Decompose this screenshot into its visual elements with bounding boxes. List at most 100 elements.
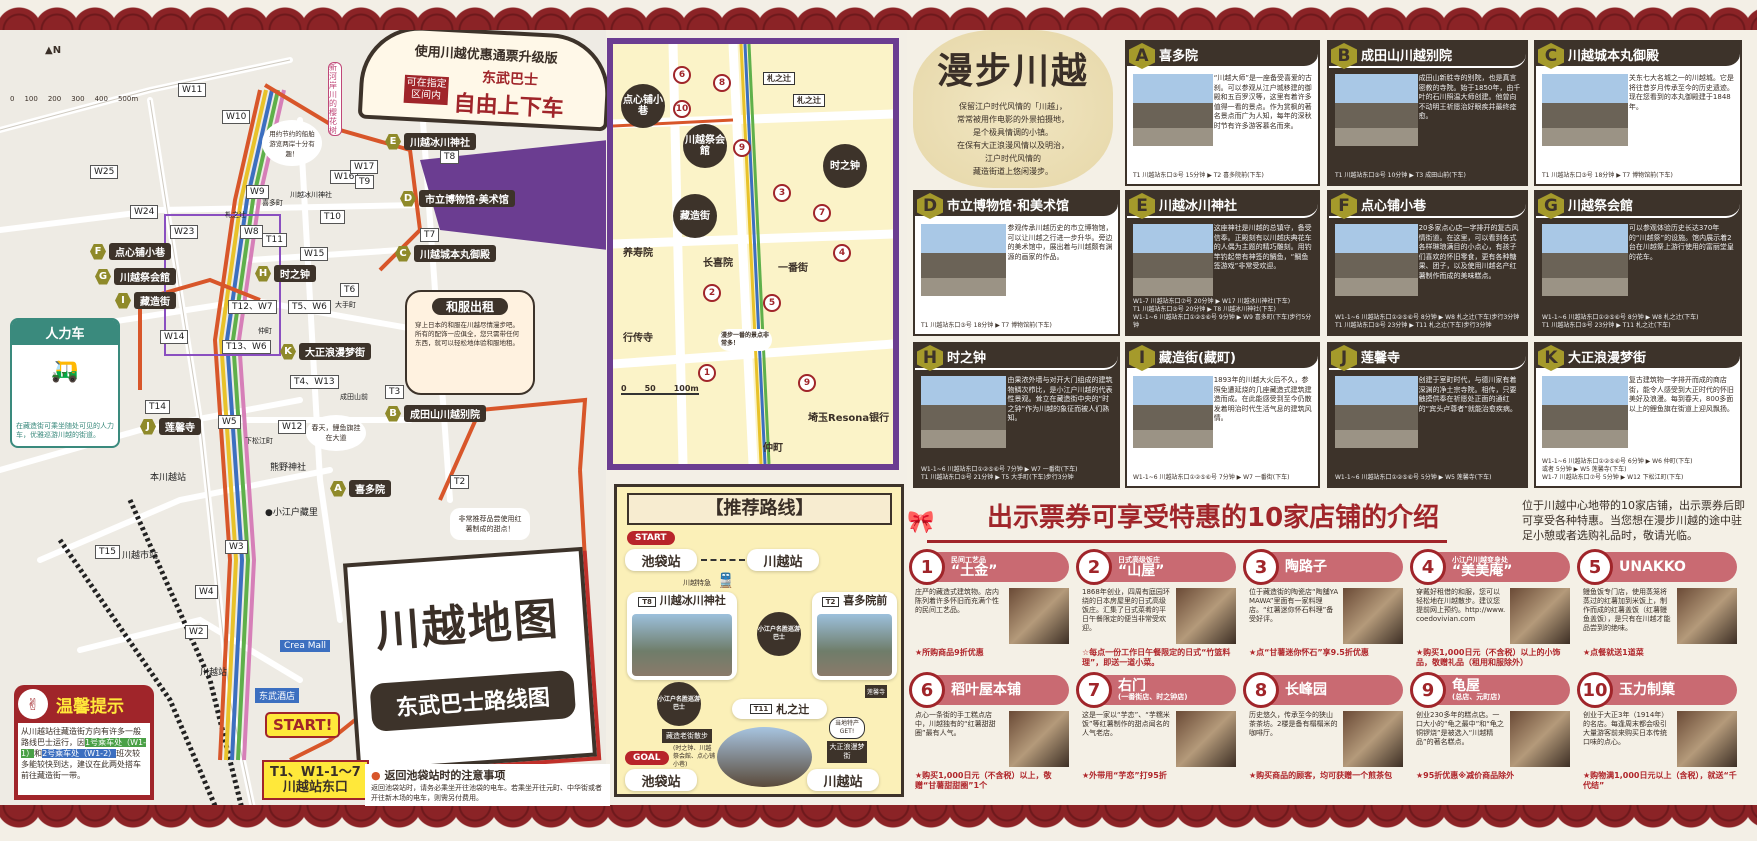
bus-stop-label[interactable]: W12 xyxy=(278,420,307,434)
bus-stop-label[interactable]: T14 xyxy=(145,400,170,414)
shop-number-marker[interactable]: 5 xyxy=(763,294,781,312)
bus-stop-label[interactable]: T4、W13 xyxy=(290,375,339,389)
inset-label[interactable]: 藏造街 xyxy=(673,194,717,238)
inset-label[interactable]: 漫步一番的景点非常多！ xyxy=(718,329,772,351)
shop-description: 穿戴好租借的和服，您可以轻松地在川越散步。建议您提前网上预约。http://ww… xyxy=(1416,588,1506,623)
bus-stop-label[interactable]: W3 xyxy=(225,540,248,554)
bus-stop-label[interactable]: T7 xyxy=(420,228,440,242)
inset-label[interactable]: 养寿院 xyxy=(623,248,653,259)
bus-stop-label[interactable]: T2 xyxy=(450,475,470,489)
bus-stop-label[interactable]: T15 xyxy=(95,545,120,559)
bus-stop-label[interactable]: W11 xyxy=(178,83,207,97)
inset-label[interactable]: 长喜院 xyxy=(703,258,733,269)
start-station-box[interactable]: T1、W1-1～7 川越站东口 xyxy=(262,760,369,800)
bus-stop-label[interactable]: T12、W7 xyxy=(228,300,277,314)
shop-number-marker[interactable]: 6 xyxy=(673,66,691,84)
route-stop-code: T2 xyxy=(821,597,840,607)
bus-stop-label[interactable]: T5、W6 xyxy=(288,300,331,314)
bus-stop-label[interactable]: T13、W6 xyxy=(222,340,271,354)
bus-stop-label[interactable]: W24 xyxy=(130,205,159,219)
bus-stop-label[interactable]: W17 xyxy=(350,160,379,174)
bus-stop-label[interactable]: W8 xyxy=(240,225,263,239)
route-kitain[interactable]: T2 喜多院前 xyxy=(812,592,897,680)
bus-stop-label[interactable]: W5 xyxy=(218,415,241,429)
shop-number-marker[interactable]: 7 xyxy=(813,204,831,222)
route-hikawa[interactable]: T8 川越冰川神社 xyxy=(627,592,737,680)
bus-stop-label[interactable]: T10 xyxy=(320,210,345,224)
inset-label[interactable]: 一番街 xyxy=(778,263,808,274)
shop-number-marker[interactable]: 9 xyxy=(798,374,816,392)
route-ikebukuro-goal[interactable]: 池袋站 xyxy=(625,769,697,791)
inset-label[interactable]: 仲町 xyxy=(763,443,783,454)
bus-stop-label[interactable]: W15 xyxy=(300,247,329,261)
inset-label[interactable]: 行传寺 xyxy=(623,333,653,344)
shop-number: 2 xyxy=(1076,549,1112,585)
shop-number-marker[interactable]: 2 xyxy=(703,284,721,302)
bus-stop-label[interactable]: W4 xyxy=(195,585,218,599)
bus-stop-label[interactable]: W23 xyxy=(170,225,199,239)
shop-number-marker[interactable]: 8 xyxy=(713,74,731,92)
bus-stop-label[interactable]: T6 xyxy=(340,283,360,297)
bus-stop-label[interactable]: T11 xyxy=(262,233,287,247)
shops-title-underline xyxy=(927,540,1447,543)
bus-stop-label[interactable]: T3 xyxy=(385,385,405,399)
bus-stop-label[interactable]: T8 xyxy=(440,150,460,164)
route-kawagoe[interactable]: 川越站 xyxy=(747,549,819,571)
inset-label[interactable]: 札之辻 xyxy=(763,72,795,85)
bus-stop-label[interactable]: W10 xyxy=(222,110,251,124)
bus-stop-label[interactable]: W2 xyxy=(185,625,208,639)
inset-label[interactable]: 埼玉Resona银行 xyxy=(808,413,890,424)
bus-stop-label[interactable]: T9 xyxy=(355,175,375,189)
shop-number-marker[interactable]: 9 xyxy=(733,139,751,157)
central-area-inset-map[interactable]: 点心铺小巷川越祭会館养寿院藏造街长喜院行传寺时之钟札之辻札之辻一番街仲町埼玉Re… xyxy=(607,38,899,470)
route-kawagoe-return[interactable]: 川越站 xyxy=(807,769,879,791)
shop-number-marker[interactable]: 1 xyxy=(698,364,716,382)
shop-number-marker[interactable]: 10 xyxy=(673,100,691,118)
inset-label[interactable]: 点心铺小巷 xyxy=(621,84,665,128)
bus-stop-label[interactable]: W9 xyxy=(246,185,269,199)
inset-label[interactable]: 札之辻 xyxy=(793,94,825,107)
bus-stop-label[interactable]: W25 xyxy=(90,165,119,179)
inset-label[interactable]: 时之钟 xyxy=(823,144,867,188)
bus-stop-label[interactable]: W14 xyxy=(160,330,189,344)
shop-number-marker[interactable]: 3 xyxy=(773,184,791,202)
route-ikebukuro-start[interactable]: 池袋站 xyxy=(625,549,697,571)
inset-label[interactable]: 川越祭会館 xyxy=(683,124,727,168)
shop-photo xyxy=(1510,588,1570,644)
shop-number-marker[interactable]: 4 xyxy=(833,244,851,262)
